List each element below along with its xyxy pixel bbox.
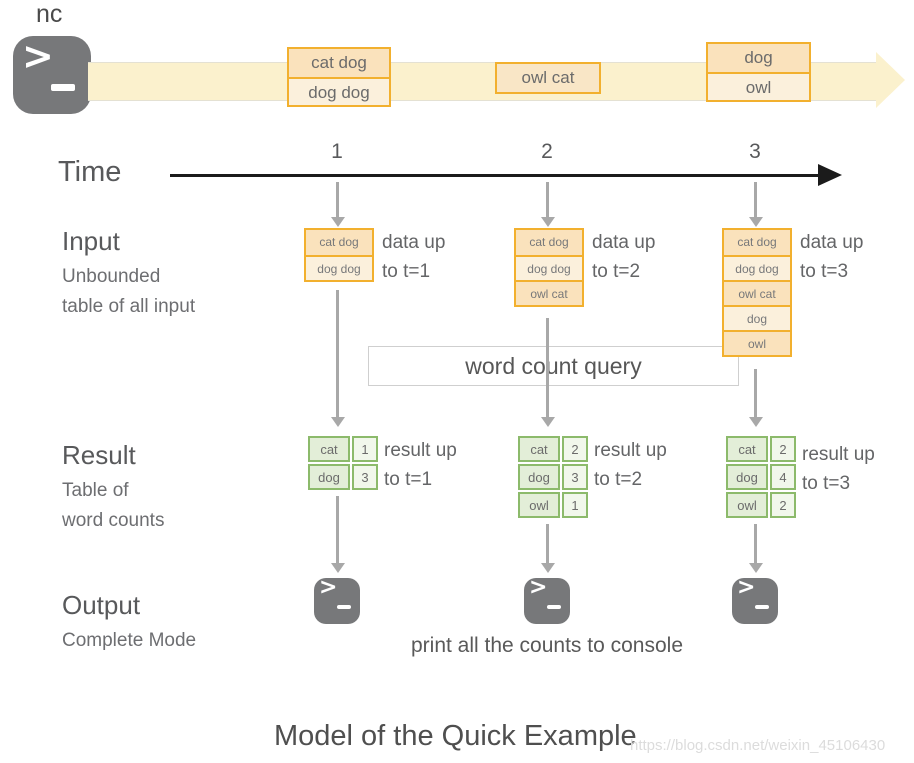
result-count-cell: 3 <box>352 464 378 490</box>
prompt-underscore-icon <box>547 605 561 609</box>
section-subtitle: Table of <box>62 480 129 501</box>
output-terminal-icon: > <box>314 575 360 624</box>
prompt-chevron-icon: > <box>529 575 548 600</box>
input-caption-t3: data up to t=3 <box>800 232 864 282</box>
flow-arrow <box>541 524 555 573</box>
flow-arrow <box>749 524 763 573</box>
prompt-underscore-icon <box>51 84 75 91</box>
result-count-cell: 3 <box>562 464 588 490</box>
diagram-title: Model of the Quick Example <box>274 720 637 752</box>
result-word-cell: cat <box>518 436 560 462</box>
input-table-t2: cat dog dog dog owl cat <box>514 228 584 307</box>
input-caption-t1: data up to t=1 <box>382 232 446 282</box>
input-cell: cat dog <box>306 230 372 255</box>
time-tick-3: 3 <box>749 140 761 163</box>
time-axis-line <box>170 174 820 177</box>
result-table-t2: cat 2 dog 3 owl 1 <box>516 434 590 520</box>
stream-batch-3: dog owl <box>706 42 811 102</box>
input-cell: owl cat <box>516 280 582 305</box>
prompt-chevron-icon: > <box>319 575 338 600</box>
result-word-cell: cat <box>726 436 768 462</box>
section-subtitle: Unbounded <box>62 266 161 287</box>
query-box: word count query <box>368 346 739 386</box>
input-caption-t2: data up to t=2 <box>592 232 656 282</box>
flow-arrow <box>749 182 763 227</box>
result-caption-t2: result up to t=2 <box>594 440 667 490</box>
section-subtitle: Complete Mode <box>62 630 197 651</box>
result-count-cell: 2 <box>562 436 588 462</box>
stream-cell: dog dog <box>289 77 389 105</box>
flow-arrow <box>749 369 763 427</box>
time-tick-2: 2 <box>541 140 553 163</box>
prompt-underscore-icon <box>755 605 769 609</box>
input-cell: dog dog <box>306 255 372 280</box>
input-cell: dog dog <box>516 255 582 280</box>
output-terminal-icon: > <box>524 575 570 624</box>
flow-arrow <box>541 182 555 227</box>
prompt-chevron-icon: > <box>737 575 756 600</box>
flow-arrow <box>331 290 345 427</box>
input-cell: dog dog <box>724 255 790 280</box>
stream-batch-1: cat dog dog dog <box>287 47 391 107</box>
result-count-cell: 2 <box>770 492 796 518</box>
input-table-t1: cat dog dog dog <box>304 228 374 282</box>
time-axis-label: Time <box>58 156 122 188</box>
prompt-underscore-icon <box>337 605 351 609</box>
input-cell: dog <box>724 305 790 330</box>
result-caption-t1: result up to t=1 <box>384 440 457 490</box>
result-word-cell: dog <box>308 464 350 490</box>
stream-batch-2: owl cat <box>495 62 601 94</box>
result-count-cell: 1 <box>562 492 588 518</box>
result-word-cell: owl <box>518 492 560 518</box>
input-cell: owl <box>724 330 790 355</box>
result-count-cell: 2 <box>770 436 796 462</box>
result-table-t1: cat 1 dog 3 <box>306 434 380 492</box>
flow-arrow <box>331 182 345 227</box>
result-word-cell: dog <box>726 464 768 490</box>
flow-arrow <box>541 318 555 427</box>
input-cell: cat dog <box>516 230 582 255</box>
prompt-chevron-icon: > <box>22 34 54 78</box>
input-table-t3: cat dog dog dog owl cat dog owl <box>722 228 792 357</box>
input-cell: cat dog <box>724 230 790 255</box>
result-word-cell: owl <box>726 492 768 518</box>
output-caption: print all the counts to console <box>411 634 683 657</box>
result-word-cell: cat <box>308 436 350 462</box>
time-tick-1: 1 <box>331 140 343 163</box>
stream-cell: owl <box>708 72 809 100</box>
terminal-prompt-icon: > <box>13 34 91 114</box>
flow-arrow <box>331 496 345 573</box>
stream-cell: cat dog <box>289 49 389 77</box>
result-word-cell: dog <box>518 464 560 490</box>
result-caption-t3: result up to t=3 <box>802 444 875 494</box>
watermark: https://blog.csdn.net/weixin_45106430 <box>630 737 886 754</box>
result-table-t3: cat 2 dog 4 owl 2 <box>724 434 798 520</box>
output-terminal-icon: > <box>732 575 778 624</box>
section-title-result: Result <box>62 440 136 470</box>
result-count-cell: 4 <box>770 464 796 490</box>
result-count-cell: 1 <box>352 436 378 462</box>
nc-source-label: nc <box>36 0 63 28</box>
section-subtitle: table of all input <box>62 296 196 317</box>
stream-cell: dog <box>708 44 809 72</box>
time-axis-arrow-icon <box>818 164 842 186</box>
section-title-input: Input <box>62 226 120 256</box>
input-cell: owl cat <box>724 280 790 305</box>
section-subtitle: word counts <box>62 510 165 531</box>
section-title-output: Output <box>62 590 141 620</box>
stream-band-arrow-icon <box>876 52 905 108</box>
stream-cell: owl cat <box>497 64 599 92</box>
